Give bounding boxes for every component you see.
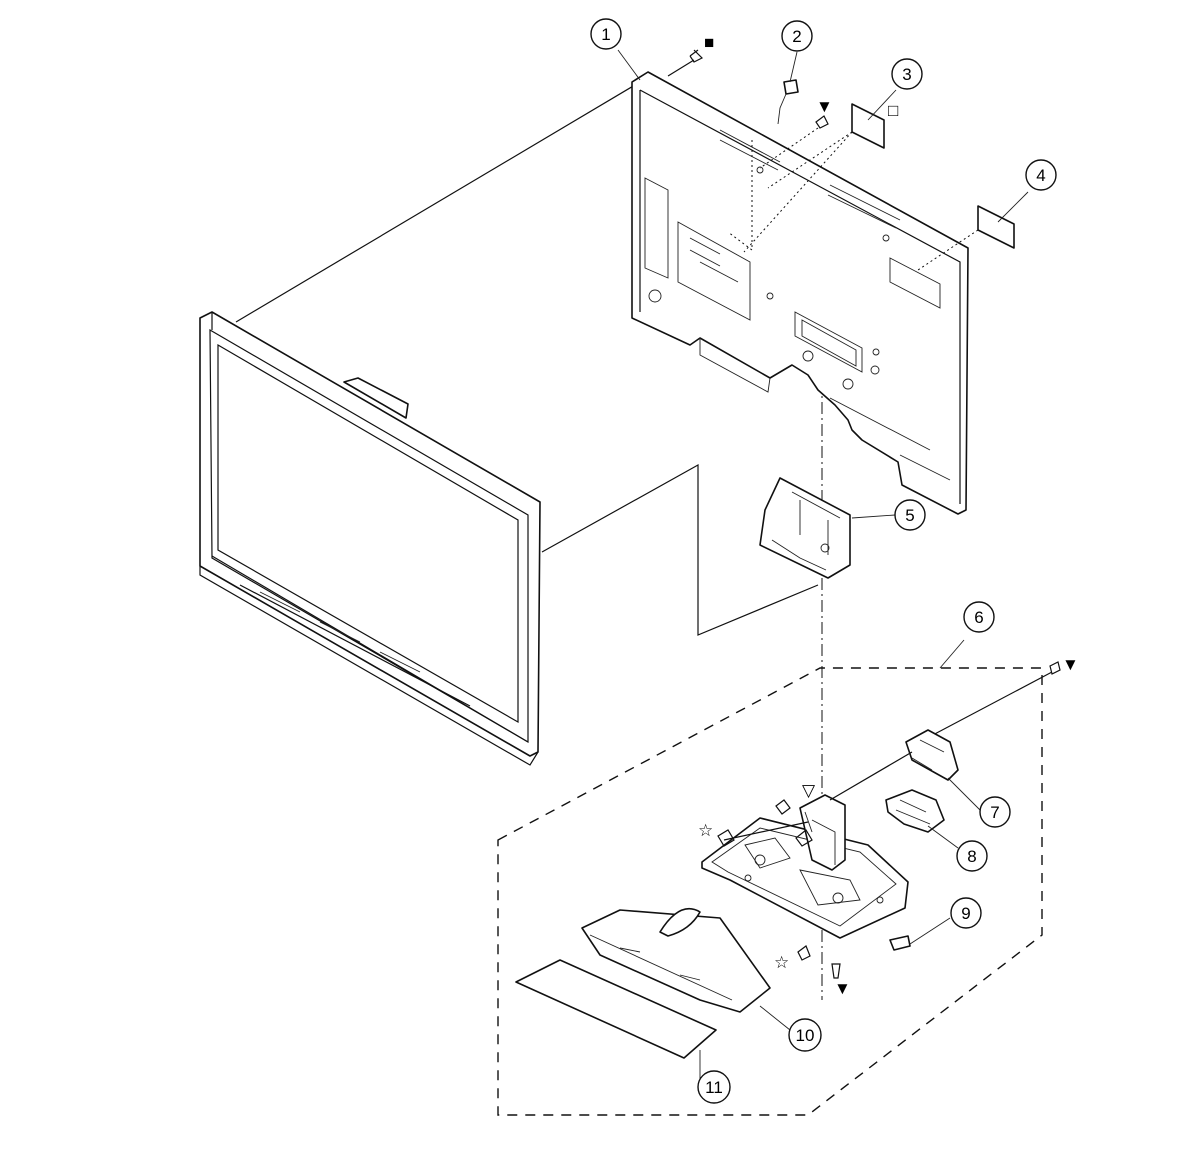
filled-triangle-symbol-2: ▼ xyxy=(1062,655,1079,674)
callout-1: 1 xyxy=(590,18,622,50)
callout-3: 3 xyxy=(891,58,923,90)
open-triangle-symbol-1: ▽ xyxy=(802,781,816,800)
callout-11-label: 11 xyxy=(705,1078,723,1097)
filled-square-symbol-1: ■ xyxy=(704,33,714,52)
callout-8: 8 xyxy=(956,840,988,872)
front-bezel-assembly xyxy=(199,311,541,766)
part-7-bracket xyxy=(829,729,959,801)
part-8-cover xyxy=(885,789,945,833)
callout-2-label: 2 xyxy=(792,27,801,46)
part-9-pad xyxy=(889,935,911,951)
part-5-bracket xyxy=(759,477,851,579)
callout-3-label: 3 xyxy=(902,65,911,84)
stand-assembly-boundary xyxy=(497,667,1043,1116)
open-star-symbol-2: ☆ xyxy=(774,953,789,972)
callout-10-label: 10 xyxy=(796,1026,815,1045)
open-star-symbol-1: ☆ xyxy=(698,821,713,840)
callout-7: 7 xyxy=(979,796,1011,828)
callout-2: 2 xyxy=(781,20,813,52)
callout-6-label: 6 xyxy=(974,608,983,627)
callout-11: 11 xyxy=(697,1070,731,1104)
callout-5-label: 5 xyxy=(905,506,914,525)
reference-symbols: ■ ▼ □ ▼ ▽ ☆ ☆ ▼ xyxy=(698,33,1079,998)
rear-cover xyxy=(631,71,969,515)
callout-9-label: 9 xyxy=(961,904,970,923)
part-2-clip xyxy=(727,79,799,251)
callout-4-label: 4 xyxy=(1036,166,1045,185)
callout-7-label: 7 xyxy=(990,803,999,822)
callout-5: 5 xyxy=(894,499,926,531)
screw-rear-center xyxy=(759,115,829,169)
callout-10: 10 xyxy=(788,1018,822,1052)
part-11-sheet xyxy=(515,959,717,1059)
open-square-symbol-1: □ xyxy=(888,101,898,120)
callout-9: 9 xyxy=(950,897,982,929)
screw-top xyxy=(667,49,704,77)
neck-screws xyxy=(717,799,841,979)
filled-triangle-symbol-3: ▼ xyxy=(834,979,851,998)
callout-leaders xyxy=(617,49,1029,1080)
stand-base xyxy=(701,817,909,939)
filled-triangle-symbol-1: ▼ xyxy=(816,97,833,116)
part-10-stand-cover xyxy=(581,907,771,1013)
callout-4: 4 xyxy=(1025,159,1057,191)
callout-1-label: 1 xyxy=(601,25,610,44)
callout-8-label: 8 xyxy=(967,847,976,866)
stand-neck xyxy=(799,794,846,871)
callout-6: 6 xyxy=(963,601,995,633)
